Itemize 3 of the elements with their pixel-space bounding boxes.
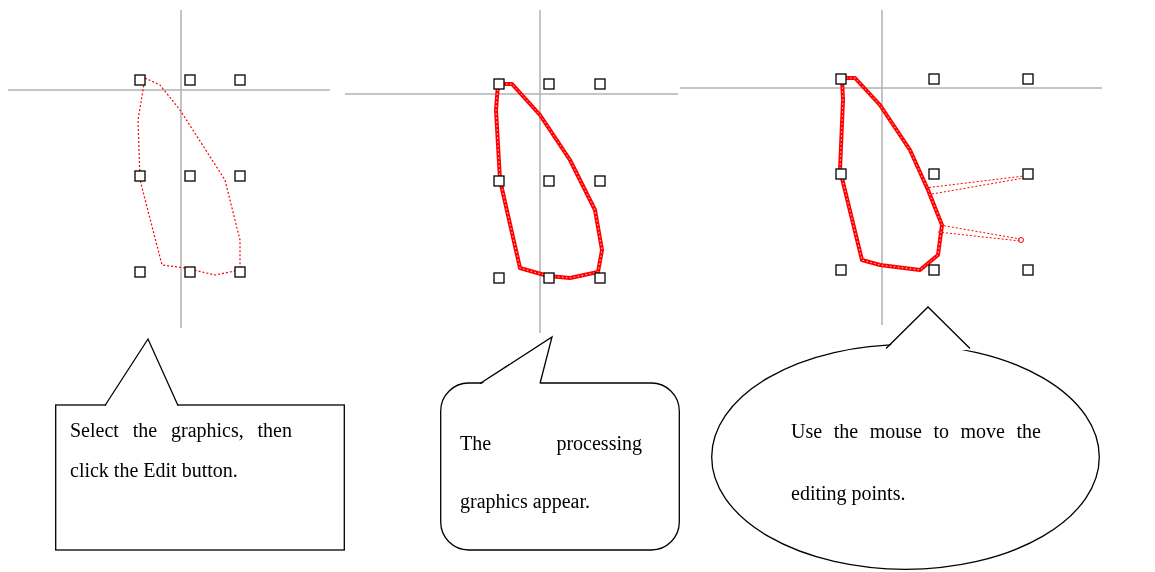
callout-text: The processing graphics appear. [460, 431, 642, 515]
callout-text: Use the mouse to move the editing points. [791, 419, 1041, 507]
callout-text: Select the graphics, then click the Edit button. [70, 418, 292, 483]
